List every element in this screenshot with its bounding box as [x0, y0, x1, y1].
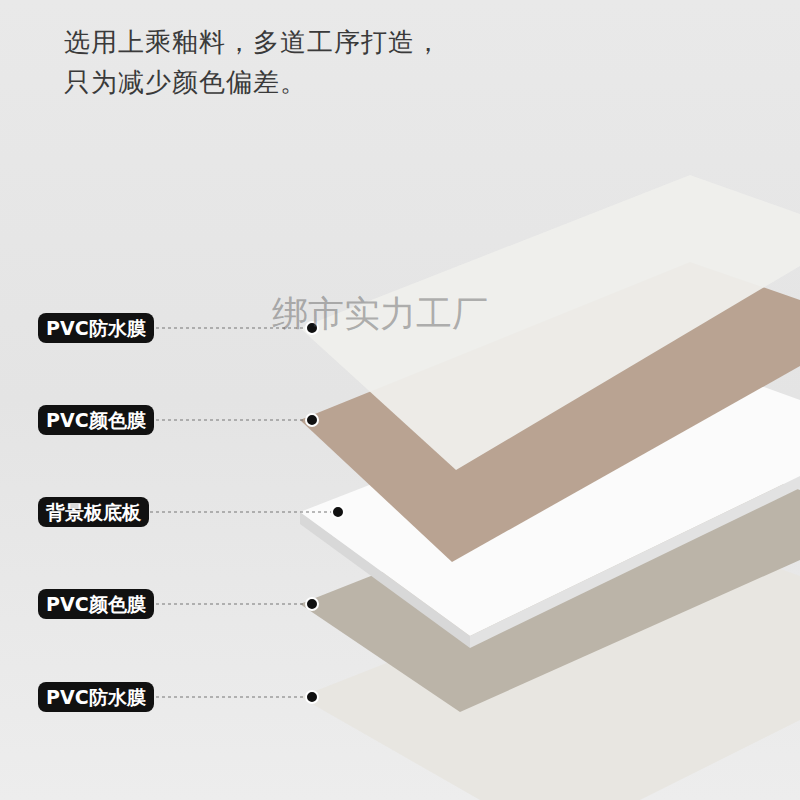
label-text: PVC防水膜 [46, 686, 146, 708]
label-text: PVC颜色膜 [46, 593, 146, 615]
label-text: PVC防水膜 [46, 317, 146, 339]
layer-label: PVC防水膜 [38, 313, 154, 343]
label-text: PVC颜色膜 [46, 409, 146, 431]
watermark: 绑市实力工厂 [272, 290, 488, 339]
layer-label: PVC防水膜 [38, 682, 154, 712]
layer-label: PVC颜色膜 [38, 405, 154, 435]
leader-lines [150, 328, 332, 697]
layer-label: 背景板底板 [38, 497, 149, 527]
layer-label: PVC颜色膜 [38, 589, 154, 619]
leader-dots [306, 322, 344, 703]
label-text: 背景板底板 [46, 501, 141, 523]
heading: 选用上乘釉料，多道工序打造， 只为减少颜色偏差。 [64, 22, 464, 102]
